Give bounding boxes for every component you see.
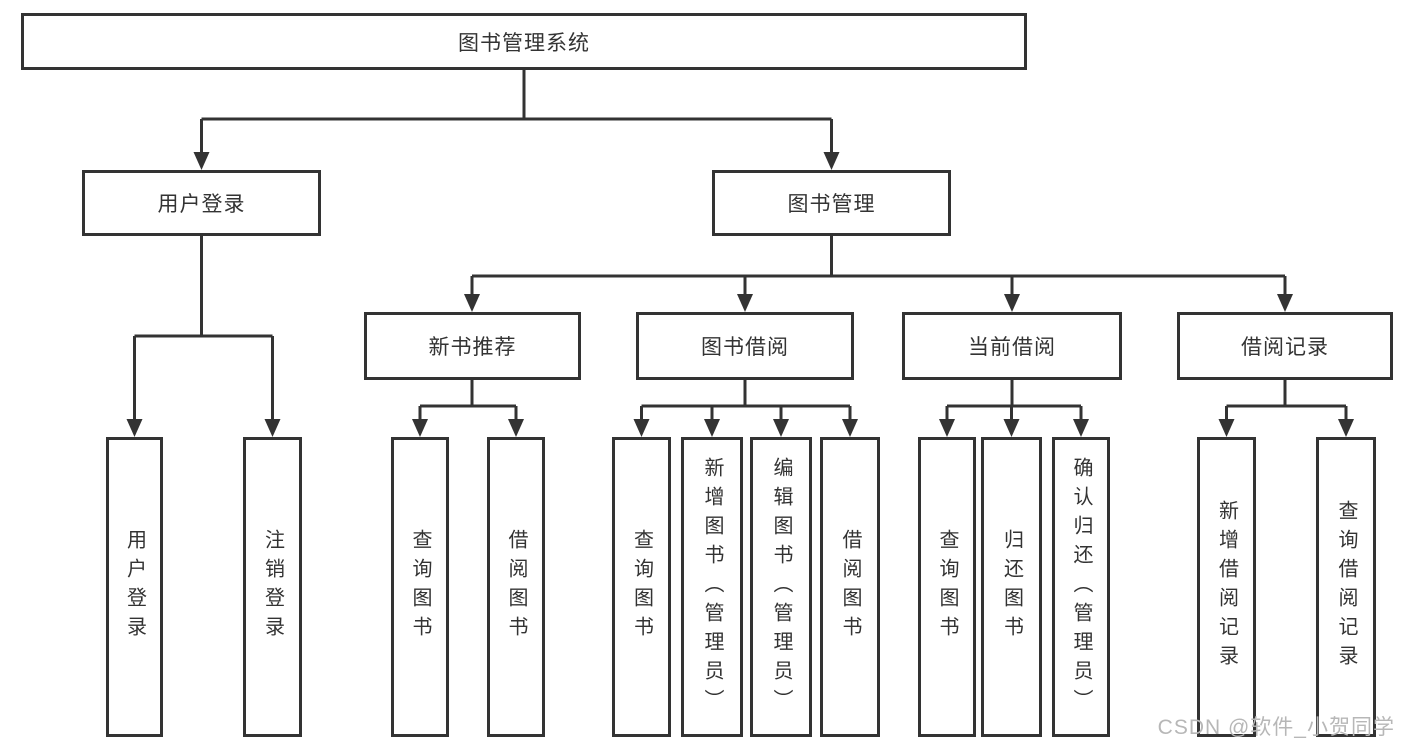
node-new-book-recommendation: 新书推荐 <box>364 312 581 380</box>
node-label: 用户登录 <box>157 193 246 216</box>
node-label: 图书管理 <box>787 193 876 216</box>
node-library-management-system: 图书管理系统 <box>21 13 1027 70</box>
leaf-return-books: 归还图书 <box>981 437 1042 737</box>
node-label: 新增图书（管理员） <box>701 456 723 718</box>
node-label: 借阅图书 <box>839 529 861 645</box>
arrowhead-icons <box>126 152 1354 437</box>
node-user-login-branch: 用户登录 <box>82 170 321 236</box>
leaf-add-borrow-record: 新增借阅记录 <box>1197 437 1256 737</box>
node-borrowing-records: 借阅记录 <box>1177 312 1393 380</box>
leaf-query-books-borrowing: 查询图书 <box>612 437 671 737</box>
node-label: 查询图书 <box>630 529 653 645</box>
node-label: 新书推荐 <box>428 336 517 359</box>
node-label: 确认归还（管理员） <box>1070 456 1092 718</box>
node-label: 借阅图书 <box>505 529 527 645</box>
connector-paths <box>133 70 1348 429</box>
node-label: 注销登录 <box>261 529 284 645</box>
node-label: 归还图书 <box>1000 529 1023 645</box>
csdn-watermark: CSDN @软件_小贺同学 <box>1157 716 1395 739</box>
leaf-borrow-books: 借阅图书 <box>820 437 880 737</box>
node-label: 编辑图书（管理员） <box>770 456 792 718</box>
leaf-query-borrow-record: 查询借阅记录 <box>1316 437 1376 737</box>
leaf-add-books-admin: 新增图书（管理员） <box>681 437 743 737</box>
leaf-edit-books-admin: 编辑图书（管理员） <box>750 437 812 737</box>
node-label: 查询借阅记录 <box>1335 500 1357 674</box>
node-label: 图书借阅 <box>701 336 789 359</box>
node-label: 用户登录 <box>123 529 146 645</box>
node-label: 查询图书 <box>409 529 431 645</box>
leaf-query-books-current: 查询图书 <box>918 437 976 737</box>
leaf-logout: 注销登录 <box>243 437 302 737</box>
leaf-query-books-recommend: 查询图书 <box>391 437 449 737</box>
node-label: 查询图书 <box>936 529 958 645</box>
leaf-confirm-return-admin: 确认归还（管理员） <box>1052 437 1110 737</box>
node-book-borrowing: 图书借阅 <box>636 312 854 380</box>
node-label: 新增借阅记录 <box>1215 500 1238 674</box>
node-label: 图书管理系统 <box>458 31 590 55</box>
leaf-borrow-books-recommend: 借阅图书 <box>487 437 545 737</box>
node-book-management-branch: 图书管理 <box>712 170 951 236</box>
node-current-borrowing: 当前借阅 <box>902 312 1122 380</box>
node-label: 当前借阅 <box>968 336 1056 359</box>
node-label: 借阅记录 <box>1241 336 1329 359</box>
leaf-user-login: 用户登录 <box>106 437 163 737</box>
